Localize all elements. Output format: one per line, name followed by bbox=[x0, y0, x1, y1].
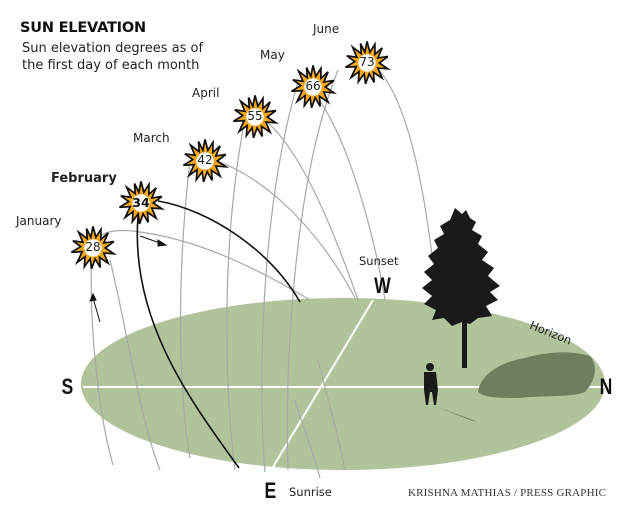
elevation-february: 34 bbox=[132, 195, 150, 210]
sun-february bbox=[118, 180, 163, 225]
direction-east: E bbox=[264, 478, 277, 503]
direction-arrows bbox=[89, 235, 168, 323]
month-label-april: April bbox=[192, 86, 220, 100]
ground-ellipse bbox=[81, 298, 605, 470]
month-label-february: February bbox=[51, 171, 117, 186]
sun-path-arcs bbox=[90, 65, 433, 479]
february-arc bbox=[136, 200, 301, 469]
month-label-january: January bbox=[16, 214, 62, 228]
elevation-march: 42 bbox=[197, 153, 213, 167]
elevation-may: 66 bbox=[305, 79, 321, 93]
tree-icon bbox=[422, 208, 500, 368]
month-label-june: June bbox=[313, 22, 340, 36]
elevation-january: 28 bbox=[85, 240, 101, 254]
elevation-april: 55 bbox=[247, 109, 263, 123]
sun-march bbox=[182, 138, 227, 183]
direction-north: N bbox=[599, 374, 613, 399]
person-icon bbox=[424, 363, 438, 405]
elevation-june: 73 bbox=[359, 55, 375, 69]
direction-south: S bbox=[61, 374, 74, 399]
sun-april bbox=[232, 94, 277, 139]
month-label-march: March bbox=[133, 131, 170, 145]
sunset-label: Sunset bbox=[359, 254, 399, 268]
credit-line: KRISHNA MATHIAS / PRESS GRAPHIC bbox=[408, 487, 607, 499]
diagram-title: SUN ELEVATION bbox=[20, 20, 146, 36]
sun-may bbox=[290, 64, 335, 109]
month-label-may: May bbox=[260, 48, 285, 62]
diagram-subtitle: Sun elevation degrees as of the first da… bbox=[22, 41, 204, 73]
sunrise-label: Sunrise bbox=[289, 485, 332, 499]
tree-shadow bbox=[478, 352, 595, 398]
direction-west: W bbox=[374, 273, 391, 298]
sun-june bbox=[344, 40, 389, 85]
sun-january bbox=[70, 225, 115, 270]
